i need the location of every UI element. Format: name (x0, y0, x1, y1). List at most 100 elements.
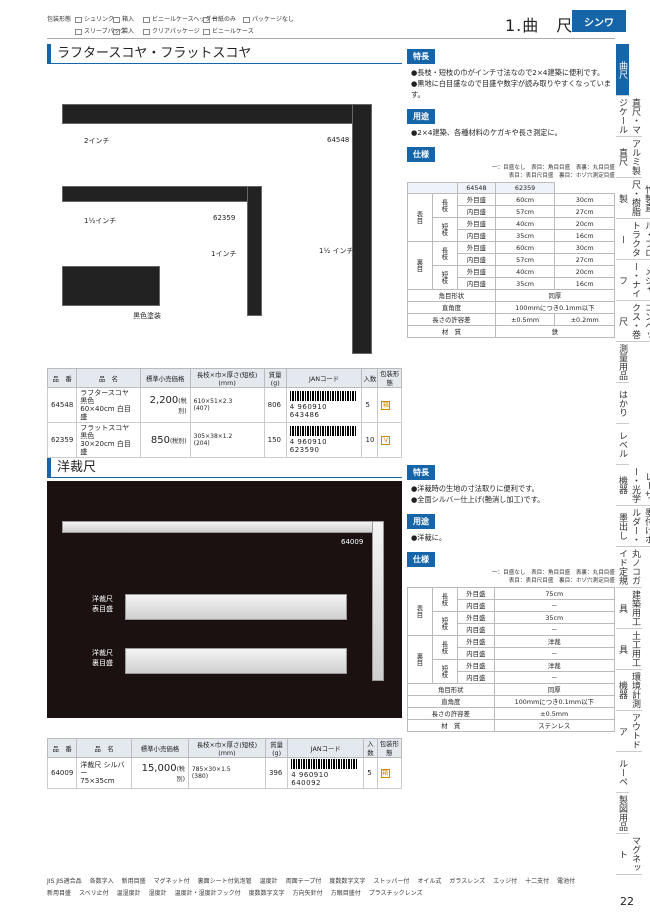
spec-value: 洋裁 (493, 635, 616, 648)
spec-arm-label: 短枝 (432, 265, 458, 290)
feature-line: ●洋裁時の生地の寸法取りに便利です。 (411, 484, 539, 493)
legend-swatch-icon (75, 16, 82, 23)
spec-value: 100mmにつき0.1mm以下 (493, 695, 616, 708)
legend-item: シュリンク (84, 16, 115, 23)
spec-note: 一：目盛なし 表目：角目目盛 表裏：丸目目盛 表目：表目尺目盛 裏目：ホゾ穴測定… (491, 570, 615, 584)
product-jan: 4 960910 623590 (285, 422, 363, 458)
legend-swatch-icon (203, 28, 210, 35)
footer-legend-item: 各数字入 (89, 878, 114, 885)
product-pack: V (377, 422, 402, 458)
legend-swatch-icon (143, 28, 150, 35)
side-index-tab[interactable]: 竹製直尺・樹脂製 (616, 178, 650, 219)
side-index-tab[interactable]: 丸ノコガイド定規 (616, 547, 642, 588)
side-index-tab[interactable]: 製図用品 (616, 793, 629, 834)
price-tax: (税別) (169, 437, 187, 445)
side-index-tab[interactable]: スケール・プロトラクター (616, 219, 650, 260)
spec-row: 内目盛－ (408, 623, 616, 636)
side-index-tab[interactable]: 土工用工具 (616, 629, 642, 670)
yosai-long-arm (62, 521, 384, 533)
square-long-arm (62, 104, 372, 124)
spec-row: 裏目長枝外目盛洋裁 (407, 635, 616, 684)
legend-swatch-icon (75, 28, 82, 35)
ruler-closeup (62, 266, 160, 306)
feature-line: ●黒地に白目盛なので目盛や数字が読み取りやすくなっています。 (411, 79, 611, 99)
pack-icon: 箱 (381, 400, 391, 410)
footer-legend-item: 両面テープ付 (285, 878, 322, 885)
side-index-tab[interactable]: メジャー・ナイフ (616, 260, 650, 301)
product-price: 15,000(税別) (130, 757, 189, 789)
product-header-cell: 長枝×巾×厚さ(短枝) (mm) (187, 738, 266, 758)
side-index-tab[interactable]: 測量用品 (616, 342, 629, 383)
footer-legend-item: 温湿度計 (116, 890, 141, 897)
spec-value: 35cm (493, 611, 616, 624)
product-header-cell: 包装形態 (377, 368, 402, 388)
product-name: フラットスコヤ 黒色 30×20cm 白目盛 (76, 422, 141, 458)
spec-scale-label: 内目盛 (457, 671, 495, 684)
spec-scale-label: 内目盛 (457, 229, 496, 242)
spec-scale-label: 内目盛 (457, 277, 496, 290)
spec-value: ステンレス (493, 719, 616, 732)
product-mass: 396 (264, 757, 289, 789)
square-short-arm (352, 104, 372, 354)
product-name: ラフタースコヤ 黒色 60×40cm 白目盛 (76, 387, 141, 423)
spec-scale-label: 内目盛 (457, 623, 495, 636)
footer-legend-item: ガラスレンズ (449, 878, 486, 885)
spec-value: 35cm (494, 277, 556, 290)
legend-title: 包装形態 (47, 16, 72, 23)
barcode-icon (291, 759, 358, 769)
spec-key: 直角度 (407, 695, 495, 708)
legend-item: パッケージなし (252, 16, 294, 23)
spec-value: 35cm (494, 229, 556, 242)
footer-legend-item: 裏面シート付気泡管 (197, 878, 252, 885)
footer-legend-item: 温度計・湿度計フック付 (174, 890, 241, 897)
feature-line: ●全面シルバー仕上げ(艶消し加工)です。 (411, 495, 545, 504)
footer-legend-item: 方眼目盛付 (330, 890, 361, 897)
side-index-tab[interactable]: アルミ製直尺 (616, 137, 642, 178)
spec-row: 材 質鉄 (407, 325, 616, 338)
legend-item: ビニールケースヘッダー (152, 16, 218, 23)
product-photo: 2インチ 1½インチ 64548 62359 1インチ 1½ インチ 黒色塗装 (47, 66, 402, 358)
use-line: ●洋裁に。 (411, 533, 447, 542)
spec-key: 材 質 (407, 325, 496, 338)
side-index-tab[interactable]: ルーペ (616, 752, 629, 793)
side-index-tab[interactable]: コンベックス・巻尺 (616, 301, 650, 342)
label-1inch: 1インチ (211, 250, 237, 258)
side-index-tab[interactable]: 墨付けホルダー・墨出し (616, 506, 650, 547)
side-index-tab[interactable]: 建築用工具 (616, 588, 642, 629)
spec-scale-label: 外目盛 (457, 217, 496, 230)
spec-value: ±0.2mm (554, 313, 615, 326)
spec-label: 仕様 (407, 147, 435, 162)
side-index-tab[interactable]: レベル (616, 424, 629, 465)
legend-swatch-icon (203, 16, 210, 23)
barcode-icon (289, 391, 356, 401)
side-index-tab[interactable]: アウトドア (616, 711, 642, 752)
side-index-tab[interactable]: レーザー・光学機器 (616, 465, 650, 506)
spec-value: 30cm (554, 193, 615, 206)
jan-code: 4 960910 623590 (289, 438, 328, 454)
spec-scale-label: 外目盛 (457, 635, 495, 648)
spec-value: 同厚 (493, 683, 616, 696)
side-index-tab[interactable]: マグネット (616, 834, 642, 875)
legend-item: 箱入 (122, 16, 135, 23)
side-index-tab[interactable]: 環境計測機器 (616, 670, 642, 711)
barcode-icon (289, 426, 356, 436)
use-line: ●2×4建築、各種材料のケガキや長さ測定に。 (411, 128, 562, 137)
spec-value: 20cm (554, 217, 615, 230)
side-index-tab[interactable]: はかり (616, 383, 629, 424)
footer-legend-item: JIS JIS適合品 (47, 878, 82, 885)
spec-row: 角目形状同厚 (407, 289, 616, 302)
side-index-tab[interactable]: 曲尺 (616, 44, 629, 96)
spec-value: 27cm (554, 205, 615, 218)
side-index-tab[interactable]: 直尺・マジケール (616, 96, 642, 137)
label-1-5inch: 1½インチ (84, 217, 117, 225)
legend-swatch-icon (143, 16, 150, 23)
product-header-cell: 入数 (361, 368, 379, 388)
